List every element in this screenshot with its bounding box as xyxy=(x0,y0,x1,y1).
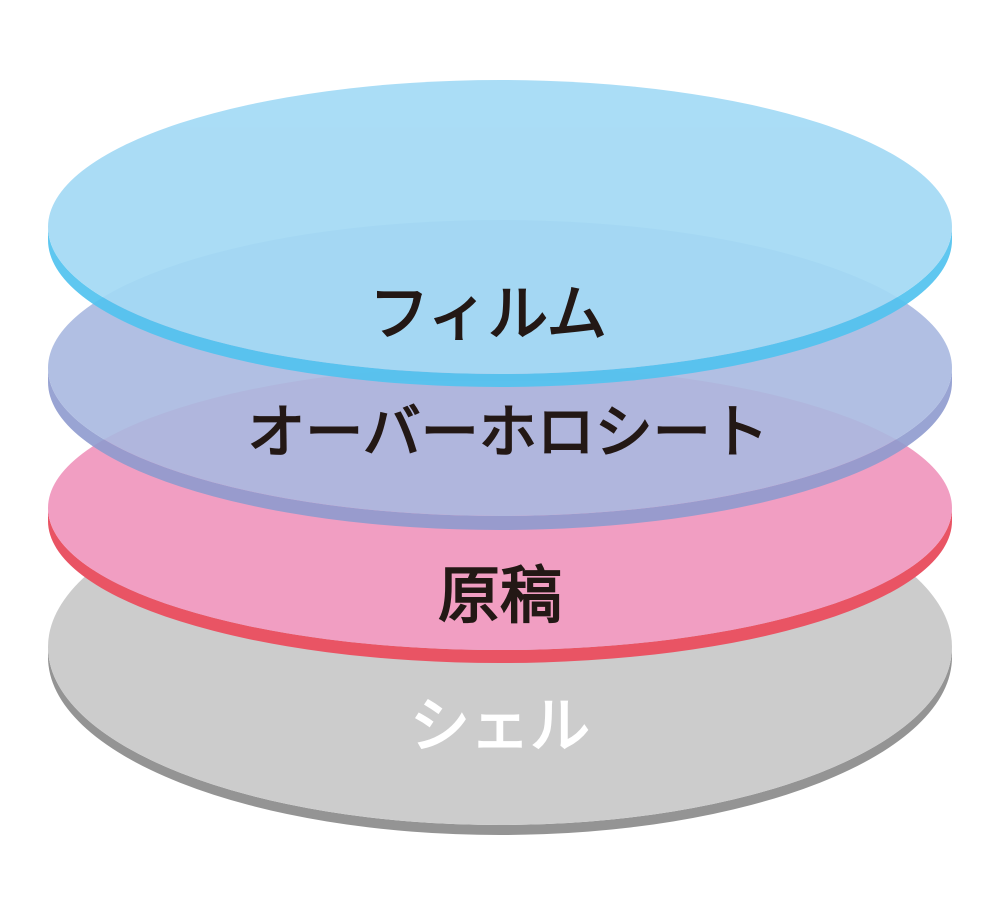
layer-overholo-sheet-label: オーバーホロシート xyxy=(247,398,768,466)
layer-shell-label: シェル xyxy=(410,692,590,762)
layer-film-top xyxy=(48,80,952,374)
layer-film xyxy=(48,80,952,387)
layer-film-label: フィルム xyxy=(369,280,607,350)
layer-artwork-label: 原稿 xyxy=(438,559,562,632)
